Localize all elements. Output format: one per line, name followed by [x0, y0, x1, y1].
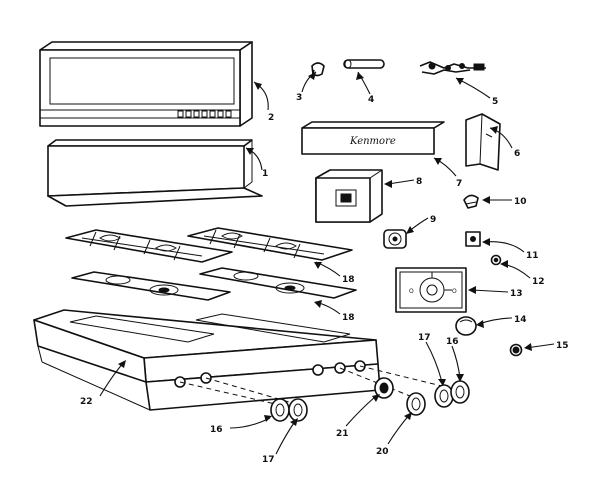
part-back-bracket	[47, 139, 263, 207]
callout-22: 22	[80, 397, 93, 407]
part-drip-tray-right	[199, 267, 357, 299]
callout-1: 1	[262, 169, 268, 179]
part-igniter-assembly	[419, 61, 486, 75]
part-terminal	[465, 231, 481, 247]
dial-mark-right: O	[452, 288, 457, 295]
callout-2: 2	[268, 113, 274, 123]
part-small-knob	[509, 343, 523, 357]
part-burner-grate-right	[187, 227, 353, 261]
callout-13: 13	[510, 289, 523, 299]
part-nut	[490, 254, 502, 266]
callout-20: 20	[376, 447, 389, 457]
callout-3: 3	[296, 93, 302, 103]
callout-9: 9	[430, 215, 436, 225]
callout-17-right: 17	[418, 333, 431, 343]
leader-lines	[99, 71, 555, 455]
callout-5: 5	[492, 97, 498, 107]
part-small-clip	[463, 194, 479, 209]
callout-15: 15	[556, 341, 569, 351]
callout-16-left: 16	[210, 425, 223, 435]
part-backguard-panel	[39, 41, 253, 127]
brand-logo-text: Kenmore	[349, 136, 396, 147]
callout-labels: 2 1 3 4 5 6 7 8 9 10 11 12 13 14 15 18 1…	[80, 93, 569, 465]
part-switch-box	[315, 169, 383, 223]
callout-6: 6	[514, 149, 520, 159]
callout-7: 7	[456, 179, 462, 189]
part-drip-tray-left	[71, 271, 231, 301]
dial-mark-left: O	[409, 288, 414, 295]
callout-11: 11	[526, 251, 539, 261]
part-burner-grate-left	[65, 229, 233, 263]
callout-18-upper: 18	[342, 275, 355, 285]
clock-buttons	[177, 110, 232, 118]
callout-16-right: 16	[446, 337, 459, 347]
part-switch	[383, 229, 407, 249]
knob-16-left	[270, 398, 290, 422]
callout-4: 4	[368, 95, 374, 105]
part-side-plate	[465, 113, 501, 171]
knob-16-right	[450, 380, 470, 404]
part-dial-plate: O O	[395, 267, 467, 313]
part-nameplate: Kenmore	[301, 121, 445, 155]
callout-12: 12	[532, 277, 545, 287]
callout-8: 8	[416, 177, 422, 187]
alignment-lines	[179, 365, 451, 407]
part-tube	[343, 59, 385, 69]
callout-14: 14	[514, 315, 527, 325]
knob-20	[406, 392, 426, 416]
callout-17-left: 17	[262, 455, 275, 465]
part-main-top	[33, 309, 381, 411]
knob-17-right	[434, 384, 454, 408]
callout-21: 21	[336, 429, 349, 439]
knob-21	[374, 377, 394, 399]
callout-10: 10	[514, 197, 527, 207]
callout-18-lower: 18	[342, 313, 355, 323]
part-knob-cap	[455, 316, 477, 336]
knob-17-left	[288, 398, 308, 422]
